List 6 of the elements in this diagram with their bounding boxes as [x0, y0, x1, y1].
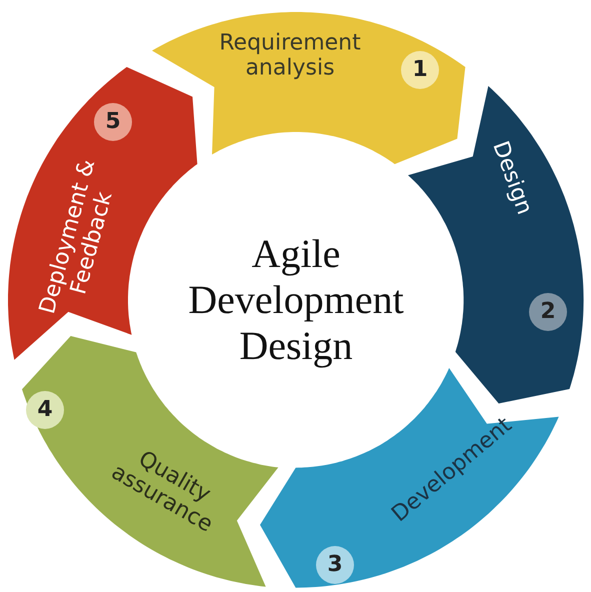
- center-title: Agile Development Design: [187, 231, 405, 369]
- step-label: Requirement analysis: [218, 30, 362, 82]
- step-label: Design: [486, 136, 538, 220]
- cycle-segment: [260, 368, 560, 588]
- cycle-segment: [408, 86, 584, 404]
- cycle-segment: [152, 12, 466, 164]
